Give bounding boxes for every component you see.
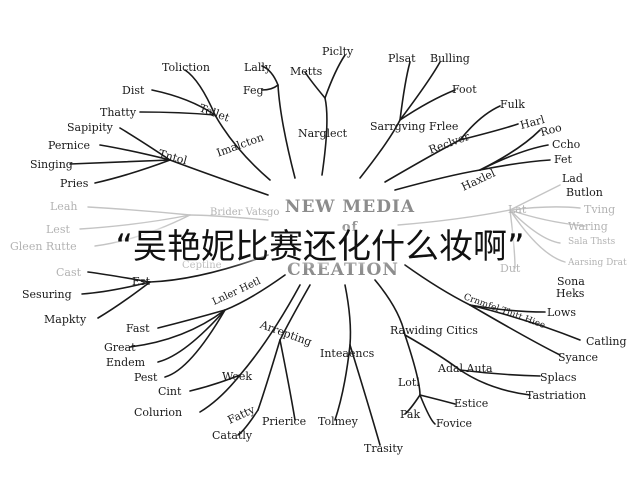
leaf: Toliction [162, 61, 210, 74]
leaf: Dut [500, 262, 521, 275]
hub-top-left: Tollet [198, 102, 232, 125]
leaf: Feg [243, 84, 264, 97]
leaf: Catling [586, 335, 627, 348]
center-title-line-3: CREATION [287, 260, 399, 280]
leaf: Roo [539, 121, 564, 139]
leaf: Fovice [436, 417, 472, 430]
leaf: Lally [244, 61, 272, 74]
leaf: Plsat [388, 52, 416, 65]
leaf: Splacs [540, 371, 577, 384]
leaf: Lest [46, 223, 70, 236]
leaf: Lotl [398, 376, 420, 389]
leaf: Tolmey [318, 415, 359, 428]
hub-bottom-left: Lnler Hetl [211, 276, 263, 308]
leaf: Harl [519, 113, 547, 132]
hub-right-faded: Lat [508, 203, 527, 216]
leaf: Bulling [430, 52, 470, 65]
hub-left-faded: Brider Vatsgo [210, 207, 279, 218]
leaf: Heks [556, 287, 585, 300]
leaf: Metts [290, 65, 323, 78]
hub-right-upper: Reclver [427, 130, 472, 157]
hub-center-left: Ceptlne [182, 260, 222, 271]
leaf: Thatty [100, 106, 137, 119]
leaf: Syance [558, 351, 598, 364]
hub-bottom-right-line1: Rawiding Citics [390, 324, 478, 337]
leaf: Sona [557, 275, 585, 288]
hub-top-center: Narglect [298, 127, 348, 140]
leaf: Fast [126, 322, 150, 335]
hub-top-mid: Imalcton [215, 131, 266, 160]
leaf: Tastriation [526, 389, 586, 402]
hub-top-right: Sarrgving Frlee [370, 120, 458, 133]
leaf: Foot [452, 83, 477, 96]
center-title-line-2: of [342, 220, 359, 235]
leaf: Leah [50, 200, 77, 213]
hub-bottom-mid: Inteaencs [320, 347, 375, 360]
hub-left-mid: Tntol [157, 147, 189, 167]
leaf: Fet [554, 153, 573, 166]
leaf: Lows [547, 306, 576, 319]
leaf: Tving [584, 203, 615, 216]
hub-bottom-left-2: Week [222, 370, 252, 383]
leaf: Pak [400, 408, 420, 421]
leaf: Estice [454, 397, 488, 410]
leaf: Sesuring [22, 288, 72, 301]
hub-bottom-mid-left: Arrepting [257, 318, 313, 349]
overlay-headline: “吴艳妮比赛还化什么妆啊” [115, 227, 525, 267]
leaf: Butlon [566, 186, 603, 199]
leaf: Catatly [212, 429, 253, 442]
leaf: Piclty [322, 45, 354, 58]
leaf: Sala Thsts [568, 237, 616, 247]
leaf: Great [104, 341, 136, 354]
leaf: Fulk [500, 98, 525, 111]
leaf: Cint [158, 385, 182, 398]
leaf: Dist [122, 84, 145, 97]
hub-left-lower: Est [132, 275, 151, 288]
leaf: Waring [568, 220, 608, 233]
leaf: Sapipity [67, 121, 114, 134]
leaf: Mapkty [44, 313, 87, 326]
leaf: Colurion [134, 406, 182, 419]
leaf: Pries [60, 177, 89, 190]
leaf: Cast [56, 266, 82, 279]
leaf: Ccho [552, 138, 581, 151]
leaf: Singing [30, 158, 73, 171]
leaf: Gleen Rutte [10, 240, 77, 253]
leaf: Fatty [226, 403, 258, 427]
leaf: Pernice [48, 139, 90, 152]
leaf: Endem [106, 356, 146, 369]
leaf: Prierice [262, 415, 306, 428]
leaf: Aarsing Drat [567, 258, 627, 268]
center-title-line-1: NEW MEDIA [285, 197, 415, 217]
leaf: Adal Auta [437, 362, 493, 375]
leaf: Trasity [364, 442, 404, 455]
leaf: Lad [562, 172, 583, 185]
leaf: Pest [134, 371, 158, 384]
